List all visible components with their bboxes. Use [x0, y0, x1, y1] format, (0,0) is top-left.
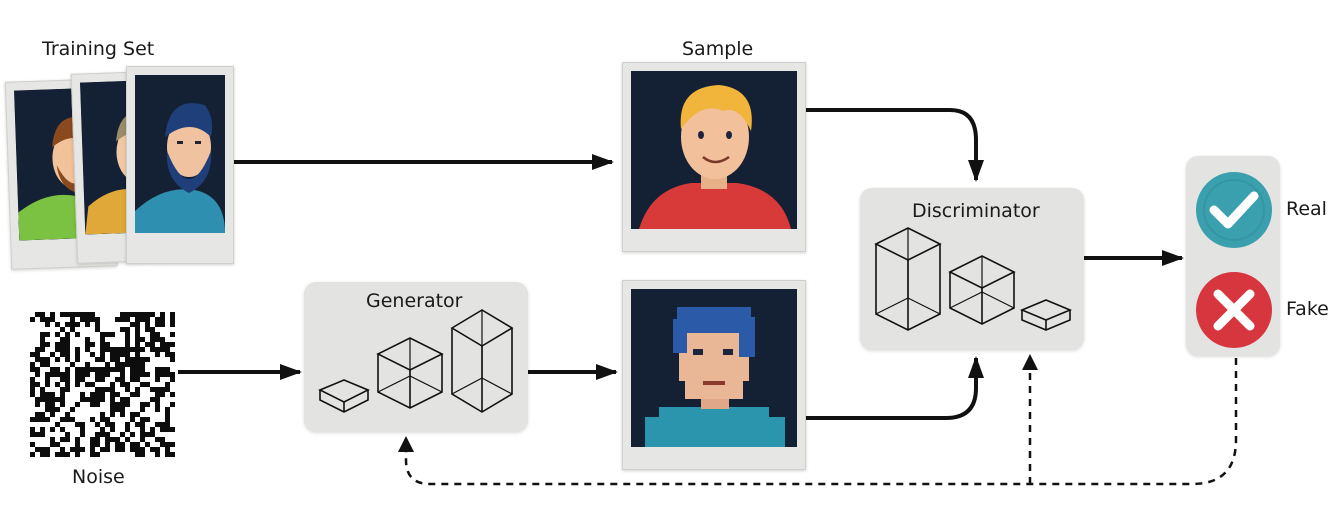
discriminator-title: Discriminator: [912, 200, 1040, 222]
feedback-loop: [404, 358, 1238, 486]
generator-title: Generator: [366, 290, 463, 312]
cube-icon: [1019, 299, 1073, 331]
output-panel: [1186, 156, 1280, 356]
discriminator-cubes: [874, 227, 1073, 331]
cube-icon: [948, 255, 1016, 325]
generator-box: Generator: [304, 282, 528, 432]
training-set-title: Training Set: [42, 38, 155, 60]
sample-photo: [622, 62, 806, 252]
cube-icon: [318, 379, 370, 413]
cube-icon: [450, 309, 514, 413]
cube-icon: [874, 227, 942, 331]
sample-title: Sample: [682, 38, 754, 60]
generated-photo: [622, 280, 806, 470]
discriminator-box: Discriminator: [860, 188, 1084, 350]
generator-cubes: [318, 309, 514, 413]
cube-icon: [376, 337, 444, 409]
fake-label: Fake: [1286, 298, 1329, 320]
arrow-generated-to-discriminator: [806, 356, 984, 420]
noise-title: Noise: [72, 466, 125, 488]
feedback-arrowhead-generator: [398, 436, 414, 452]
real-label: Real: [1286, 198, 1327, 220]
training-photo-3: [126, 66, 234, 264]
feedback-arrowhead-discriminator: [1022, 354, 1038, 370]
arrow-sample-to-discriminator: [806, 108, 984, 182]
noise-image: [30, 312, 176, 458]
